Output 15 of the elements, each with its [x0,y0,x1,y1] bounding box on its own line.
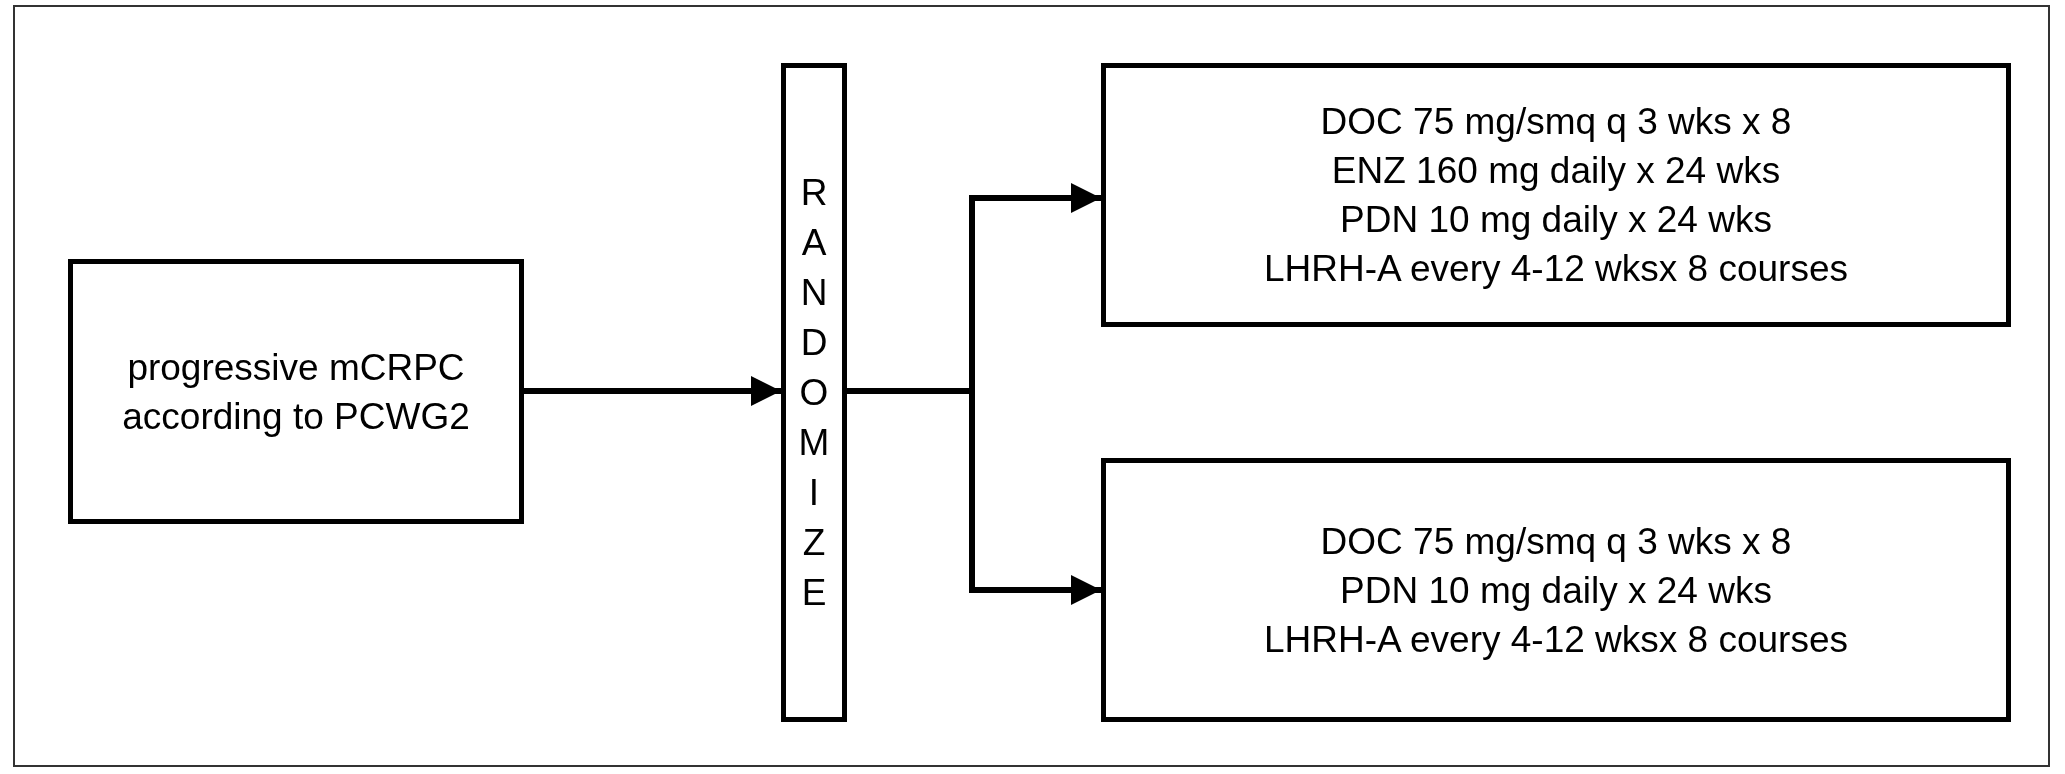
vertical-label: RANDOMIZE [798,170,830,615]
process-box [68,259,524,524]
node-text: DOC 75 mg/smq q 3 wks x 8 [1320,519,1792,564]
node-text: LHRH-A every 4-12 wksx 8 courses [1264,247,1848,291]
node-text: PDN 10 mg daily x 24 wks [1340,198,1772,242]
node-text: PDN 10 mg daily x 24 wks [1340,568,1772,613]
node-text: LHRH-A every 4-12 wksx 8 courses [1264,617,1848,662]
arrow [847,388,1101,605]
arrow [524,376,781,406]
node-text: ENZ 160 mg daily x 24 wks [1331,149,1781,193]
process-box [1101,63,2011,327]
node-text: DOC 75 mg/smq q 3 wks x 8 [1320,100,1792,144]
process-box [1101,458,2011,722]
node-text: progressive mCRPC according to PCWG2 [121,345,471,439]
randomize-bar [781,63,847,722]
